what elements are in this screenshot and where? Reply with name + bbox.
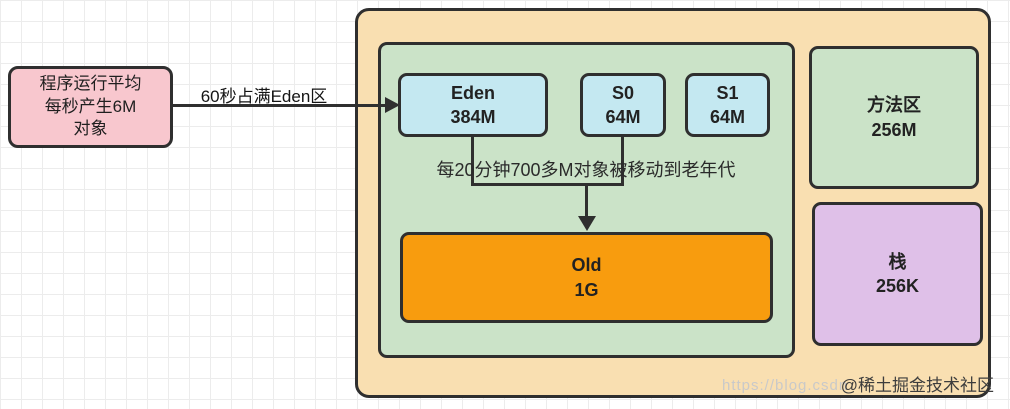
method-area-box: 方法区 256M bbox=[809, 46, 979, 189]
eden-fill-arrowhead-icon bbox=[385, 97, 400, 113]
promotion-connector-eden-line bbox=[471, 136, 474, 186]
survivor1-region-box: S1 64M bbox=[685, 73, 770, 137]
object-allocation-source-box: 程序运行平均 每秒产生6M 对象 bbox=[8, 66, 173, 148]
method-area-name: 方法区 bbox=[867, 95, 921, 116]
eden-fill-arrow-label: 60秒占满Eden区 bbox=[200, 87, 328, 106]
source-box-line-3: 对象 bbox=[73, 119, 108, 139]
stack-size: 256K bbox=[875, 276, 920, 296]
promotion-arrow-stem-line bbox=[585, 183, 588, 218]
source-box-line-1: 程序运行平均 bbox=[39, 73, 142, 93]
survivor0-region-name: S0 bbox=[611, 82, 635, 103]
eden-region-name: Eden bbox=[450, 82, 495, 103]
stack-box: 栈 256K bbox=[812, 202, 983, 346]
eden-region-size: 384M bbox=[450, 107, 496, 127]
community-watermark-text: @稀土掘金技术社区 bbox=[840, 376, 994, 395]
eden-fill-arrow-line bbox=[172, 104, 387, 107]
old-generation-box: Old 1G bbox=[400, 232, 773, 323]
promotion-arrowhead-icon bbox=[578, 216, 596, 231]
survivor1-region-name: S1 bbox=[716, 82, 739, 103]
eden-region-box: Eden 384M bbox=[398, 73, 548, 137]
survivor0-region-size: 64M bbox=[605, 107, 641, 127]
old-region-size: 1G bbox=[574, 279, 599, 300]
method-area-size: 256M bbox=[871, 119, 917, 140]
survivor1-region-size: 64M bbox=[709, 107, 745, 127]
old-region-name: Old bbox=[571, 255, 602, 276]
source-box-line-2: 每秒产生6M bbox=[44, 96, 137, 116]
promotion-connector-s0-line bbox=[621, 136, 624, 186]
promotion-note-text: 每20分钟700多M对象被移动到老年代 bbox=[436, 160, 736, 180]
survivor0-region-box: S0 64M bbox=[580, 73, 666, 137]
promotion-connector-horizontal-line bbox=[471, 183, 624, 186]
stack-name: 栈 bbox=[888, 251, 907, 272]
url-watermark-text: https://blog.csdn bbox=[722, 377, 849, 394]
